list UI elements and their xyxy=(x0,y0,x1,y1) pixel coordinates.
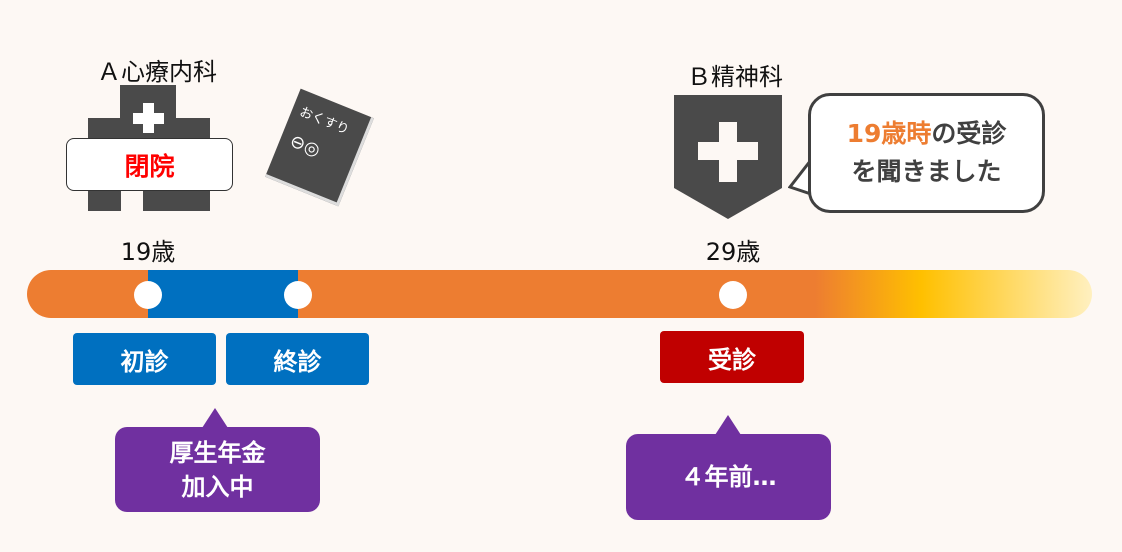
hospital-shield-icon xyxy=(674,95,782,219)
visit-label: 受診 xyxy=(660,331,804,383)
bubble-highlight: 19歳時 xyxy=(846,119,932,148)
callout-pointer xyxy=(715,415,741,435)
speech-bubble: 19歳時の受診を聞きました xyxy=(808,93,1045,213)
pension-line1: 厚生年金 xyxy=(169,438,266,467)
last-visit-label: 終診 xyxy=(226,333,369,385)
treatment-period xyxy=(148,270,298,318)
closed-sign: 閉院 xyxy=(66,138,233,191)
pension-line2: 加入中 xyxy=(181,472,254,501)
timeline-point-first xyxy=(134,281,162,309)
clinic-b-title: Ｂ精神科 xyxy=(687,63,783,91)
age-29: 29歳 xyxy=(705,238,761,266)
bubble-text-1: の受診 xyxy=(931,119,1007,148)
medicine-book-icon: おくすり ⊖◎ xyxy=(265,88,374,207)
clinic-a-title: Ａ心療内科 xyxy=(97,58,217,86)
callout-pointer xyxy=(202,408,228,428)
age-19: 19歳 xyxy=(120,238,176,266)
years-before-callout: ４年前… xyxy=(626,434,831,520)
timeline-point-last xyxy=(284,281,312,309)
pension-callout: 厚生年金加入中 xyxy=(115,427,320,512)
first-visit-label: 初診 xyxy=(73,333,216,385)
bubble-text-2: を聞きました xyxy=(851,157,1002,186)
timeline-point-visit xyxy=(719,281,747,309)
